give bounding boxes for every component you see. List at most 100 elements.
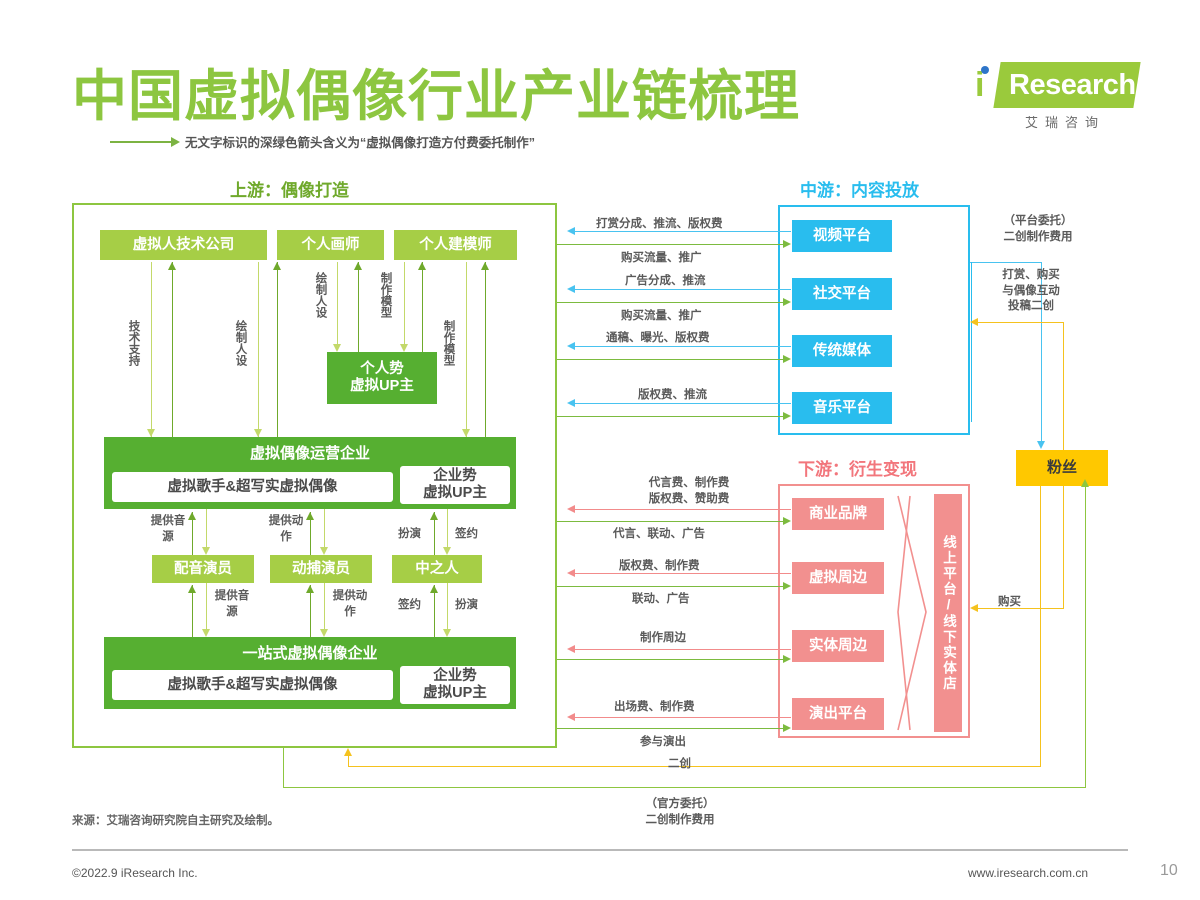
edge-arrow-right-icon [783, 654, 791, 663]
edge-arrow-up-icon [417, 262, 426, 270]
edge-arrow-down-icon [146, 429, 155, 437]
edge-label-buy-traffic-1: 购买流量、推广 [621, 252, 702, 264]
group-onestop-virtual-idol-title: 一站式虚拟偶像企业 [242, 645, 378, 662]
node-video-platform[interactable]: 视频平台 [792, 220, 892, 252]
node-online-offline-retail[interactable]: 线上平台/线下实体店 [934, 494, 962, 732]
edge-label-provide-voice-top: 提供音源 [150, 515, 186, 543]
edge-arrow-down-icon [332, 344, 341, 352]
edge-line [324, 509, 325, 552]
edge-arrow-up-icon [187, 512, 196, 520]
midstream-heading: 中游：内容投放 [800, 181, 919, 200]
edge-arrow-left-icon [567, 284, 575, 293]
edge-arrow-up-icon [343, 748, 352, 756]
edge-line [575, 573, 791, 574]
edge-line [970, 262, 1042, 263]
edge-line [575, 346, 791, 347]
edge-line [575, 509, 791, 510]
node-onestop-corporate-up[interactable]: 企业势 虚拟UP主 [400, 666, 510, 704]
edge-line [206, 583, 207, 633]
edge-label-play-role-top: 扮演 [398, 528, 421, 540]
website-url[interactable]: www.iresearch.com.cn [968, 866, 1089, 880]
edge-label-play-role-bottom: 扮演 [455, 599, 478, 611]
edge-line [1085, 487, 1086, 787]
edge-arrow-right-icon [783, 297, 791, 306]
node-virtual-merchandise[interactable]: 虚拟周边 [792, 562, 884, 594]
edge-line [1040, 486, 1041, 766]
edge-line [447, 583, 448, 633]
edge-line [348, 766, 1041, 767]
edge-line [575, 403, 791, 404]
source-note: 来源：艾瑞咨询研究院自主研究及绘制。 [72, 815, 279, 827]
node-virtual-human-tech-company[interactable]: 虚拟人技术公司 [100, 230, 267, 260]
node-person-inside[interactable]: 中之人 [392, 555, 482, 583]
edge-line [404, 262, 405, 344]
edge-label-brand-return: 代言费、制作费 版权费、赞助费 [648, 477, 730, 505]
node-commercial-brand[interactable]: 商业品牌 [792, 498, 884, 530]
edge-label-make-model: 制作模型 [442, 320, 455, 366]
logo-dot-icon [981, 66, 989, 74]
node-traditional-media[interactable]: 传统媒体 [792, 335, 892, 367]
page-number: 10 [1160, 862, 1178, 879]
edge-line [1063, 486, 1064, 608]
legend-line [110, 140, 172, 143]
node-social-platform[interactable]: 社交平台 [792, 278, 892, 310]
edge-arrow-up-icon [429, 512, 438, 520]
edge-line [192, 585, 193, 637]
edge-arrow-up-icon [272, 262, 281, 270]
edge-arrow-left-icon [567, 226, 575, 235]
edge-line [575, 649, 791, 650]
edge-label-appearance-fee: 出场费、制作费 [614, 701, 695, 713]
edge-label-official-commission: （官方委托） 二创制作费用 [645, 798, 715, 826]
node-motion-capture-actor[interactable]: 动捕演员 [270, 555, 372, 583]
edge-line [358, 262, 359, 352]
edge-arrow-left-icon [567, 568, 575, 577]
node-operator-virtual-singer[interactable]: 虚拟歌手&超写实虚拟偶像 [112, 472, 393, 502]
edge-label-social-return: 广告分成、推流 [625, 275, 706, 287]
edge-arrow-right-icon [783, 411, 791, 420]
node-individual-illustrator[interactable]: 个人画师 [277, 230, 384, 260]
node-voice-actor[interactable]: 配音演员 [152, 555, 254, 583]
edge-arrow-down-icon [319, 547, 328, 555]
node-physical-merchandise[interactable]: 实体周边 [792, 630, 884, 662]
node-onestop-virtual-singer[interactable]: 虚拟歌手&超写实虚拟偶像 [112, 670, 393, 700]
downstream-heading: 下游：衍生变现 [798, 460, 917, 479]
edge-label-platform-commission: （平台委托） 二创制作费用 [1003, 215, 1073, 243]
footer-divider [72, 849, 1128, 851]
edge-line [434, 512, 435, 555]
edge-line [557, 728, 784, 729]
logo-wordmark: Research [1009, 69, 1136, 101]
edge-line [557, 416, 784, 417]
node-operator-corporate-up[interactable]: 企业势 虚拟UP主 [400, 466, 510, 504]
edge-label-fan-actions: 打赏、购买 与偶像互动 投稿二创 [1002, 269, 1060, 313]
edge-line [1063, 322, 1064, 450]
node-performance-platform[interactable]: 演出平台 [792, 698, 884, 730]
edge-arrow-right-icon [783, 723, 791, 732]
edge-line [151, 262, 152, 437]
iresearch-logo: i Research 艾瑞咨询 [975, 62, 1141, 134]
edge-arrow-down-icon [442, 629, 451, 637]
edge-line [337, 262, 338, 344]
edge-label-collab-ad: 联动、广告 [632, 593, 690, 605]
node-music-platform[interactable]: 音乐平台 [792, 392, 892, 424]
edge-line [575, 231, 791, 232]
edge-arrow-left-icon [567, 398, 575, 407]
edge-line [310, 512, 311, 555]
edge-arrow-up-icon [305, 512, 314, 520]
edge-line [422, 262, 423, 352]
edge-line [971, 262, 972, 422]
edge-arrow-right-icon [783, 581, 791, 590]
edge-line [557, 659, 784, 660]
edge-label-tech-support: 技术支持 [127, 320, 140, 366]
legend-note: 无文字标识的深绿色箭头含义为“虚拟偶像打造方付费委托制作” [110, 132, 535, 151]
edge-arrow-right-icon [783, 354, 791, 363]
edge-label-video-return: 打赏分成、推流、版权费 [596, 218, 723, 230]
node-individual-modeler[interactable]: 个人建模师 [394, 230, 517, 260]
edge-arrow-up-icon [187, 585, 196, 593]
node-fans[interactable]: 粉丝 [1016, 450, 1108, 486]
edge-line [557, 244, 784, 245]
node-personal-virtual-up[interactable]: 个人势 虚拟UP主 [327, 352, 437, 404]
edge-arrow-down-icon [319, 629, 328, 637]
legend-note-text: 无文字标识的深绿色箭头含义为“虚拟偶像打造方付费委托制作” [185, 136, 536, 150]
edge-arrow-down-icon [201, 629, 210, 637]
edge-label-purchase: 购买 [998, 596, 1021, 608]
